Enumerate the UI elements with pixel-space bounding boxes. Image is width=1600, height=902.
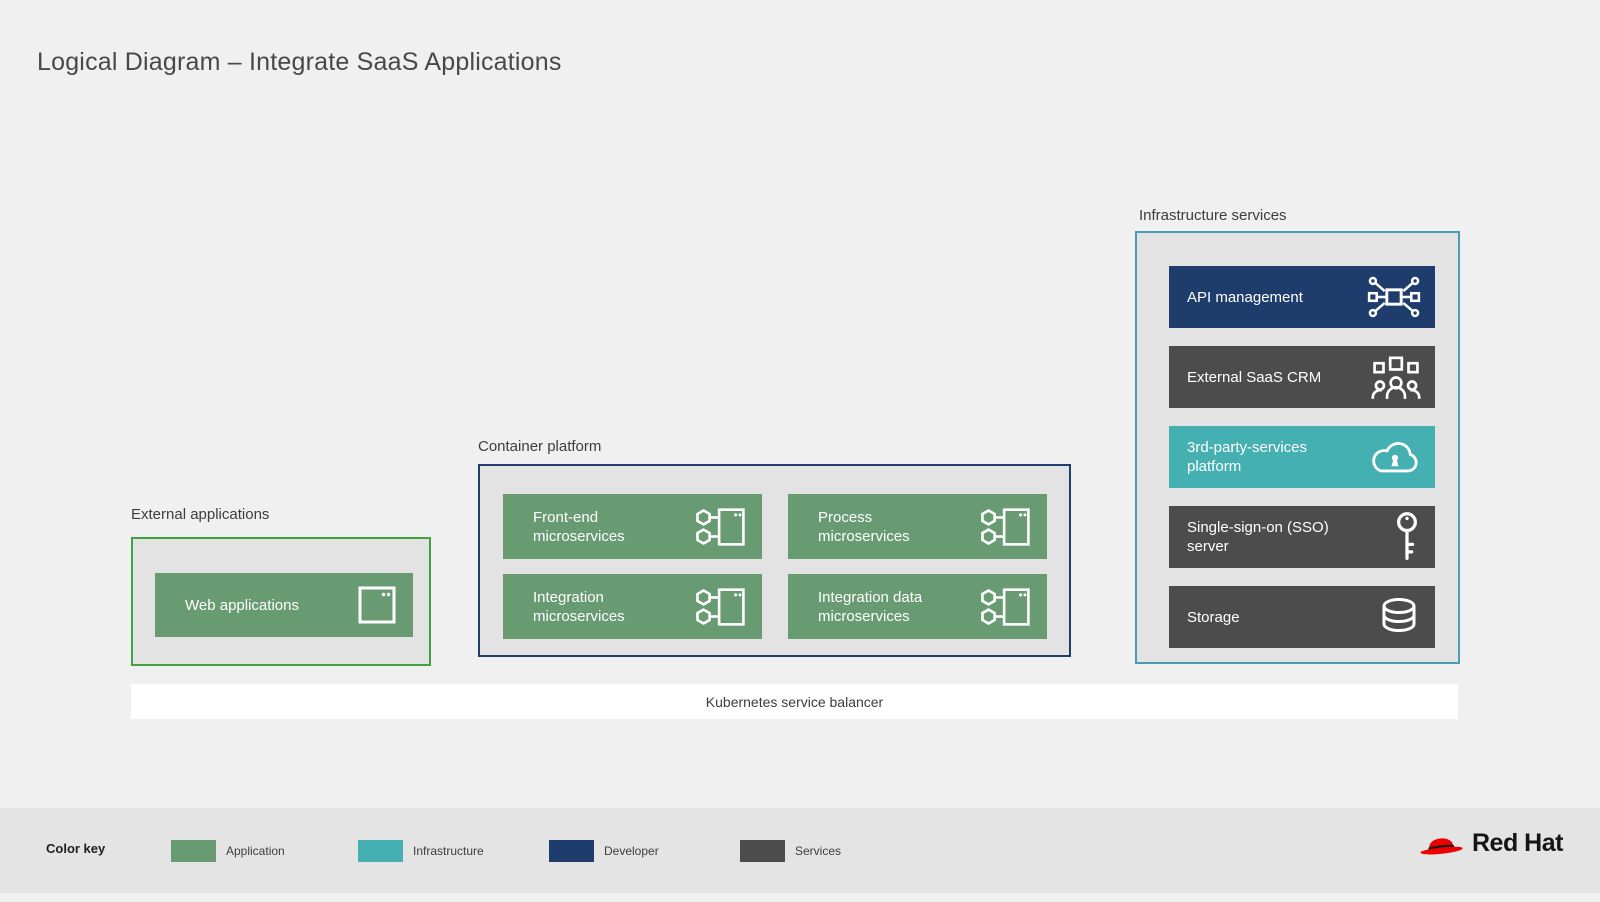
node-integration-microservices: Integration microservices [503,574,762,639]
database-icon [1377,595,1435,639]
node-label: Process microservices [818,508,910,545]
node-storage: Storage [1169,586,1435,648]
node-label: API management [1187,288,1303,306]
microservice-icon [694,506,762,548]
microservice-icon [694,586,762,628]
node-external-saas-crm: External SaaS CRM [1169,346,1435,408]
legend-swatch-infrastructure [358,840,403,862]
node-label: Web applications [185,596,299,614]
red-hat-wordmark: Red Hat [1472,828,1563,857]
legend-swatch-services [740,840,785,862]
group-label-infrastructure-services: Infrastructure services [1139,207,1287,224]
legend-label-services: Services [795,844,842,858]
legend-swatch-application [171,840,216,862]
group-label-external-applications: External applications [131,506,270,523]
browser-window-icon [357,585,413,625]
node-web-applications: Web applications [155,573,413,637]
node-label: Storage [1187,608,1240,626]
node-label: Single-sign-on (SSO) server [1187,519,1329,555]
color-key-label: Color key [46,841,106,856]
red-hat-fedora-icon [1418,826,1464,860]
footer-color-key: Color key Application Infrastructure Dev… [0,808,1600,893]
legend-swatch-developer [549,840,594,862]
microservice-icon [979,506,1047,548]
external-applications-box: Web applications [131,537,431,666]
group-label-container-platform: Container platform [478,438,602,455]
node-api-management: API management [1169,266,1435,328]
crm-users-icon [1371,356,1435,399]
node-label: 3rd-party-services platform [1187,439,1308,475]
node-process-microservices: Process microservices [788,494,1047,559]
node-integration-data-microservices: Integration data microservices [788,574,1047,639]
infrastructure-services-box: API management [1135,231,1460,664]
red-hat-logo: Red Hat [1418,826,1563,860]
key-icon [1393,511,1435,563]
node-label: Front-end microservices [533,508,625,545]
api-icon [1367,275,1435,319]
page-title: Logical Diagram – Integrate SaaS Applica… [37,48,562,76]
container-platform-box: Front-end microservices Process microser… [478,464,1071,657]
legend-label-infrastructure: Infrastructure [413,844,484,858]
legend-label-application: Application [226,844,285,858]
microservice-icon [979,586,1047,628]
legend-label-developer: Developer [604,844,659,858]
node-label: Integration data microservices [818,588,923,625]
node-label: External SaaS CRM [1187,368,1322,386]
node-single-sign-on-server: Single-sign-on (SSO) server [1169,506,1435,568]
kubernetes-service-balancer-label: Kubernetes service balancer [705,693,884,710]
node-front-end-microservices: Front-end microservices [503,494,762,559]
kubernetes-service-balancer-bar: Kubernetes service balancer [131,684,1458,719]
cloud-lock-icon [1369,438,1435,476]
node-3rd-party-services-platform: 3rd-party-services platform [1169,426,1435,488]
node-label: Integration microservices [533,588,625,625]
